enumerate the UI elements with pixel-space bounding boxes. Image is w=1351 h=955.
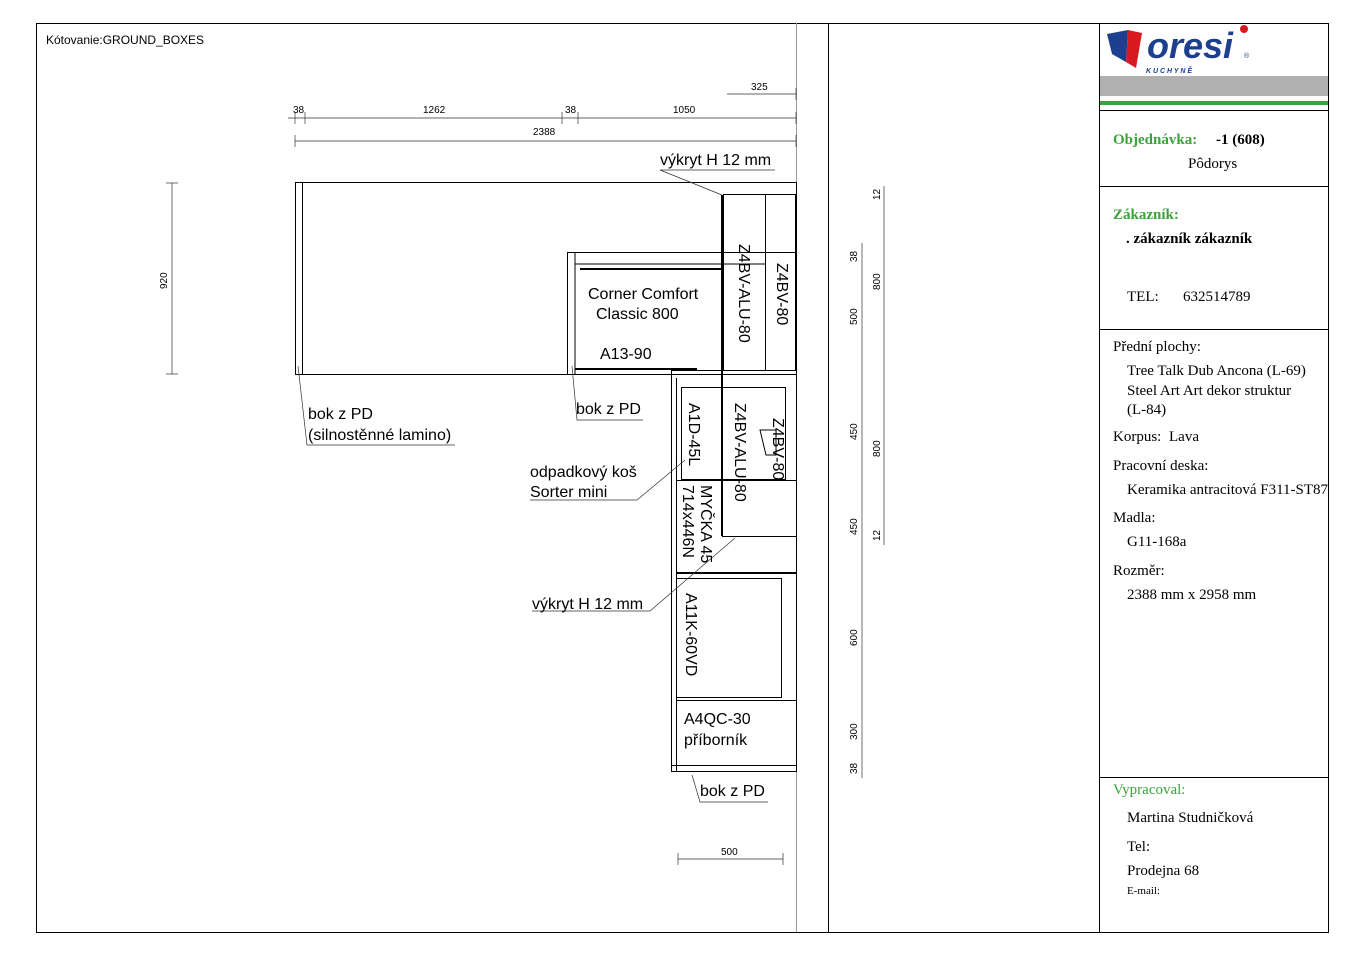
desk-value-clip: Keramika antracitová F311-ST87 [1127, 482, 1328, 499]
logo-registered-mark: ® [1244, 52, 1250, 60]
label-z4bv-top: Z4BV-80 [773, 263, 790, 325]
handles-label: Madla: [1113, 510, 1156, 526]
dim-500: 500 [721, 847, 738, 858]
fronts-3: (L-84) [1127, 402, 1167, 418]
dim-right: 12 [872, 188, 883, 200]
dim-right: 38 [849, 250, 860, 262]
dim-right: 600 [849, 629, 860, 646]
label-a13: A13-90 [600, 346, 652, 363]
dim-right-inner: 800 [872, 440, 883, 457]
dim-right-inner: 12 [872, 529, 883, 541]
fronts-1: Tree Talk Dub Ancona (L-69) [1127, 363, 1306, 379]
drawing-title: Kótovanie:GROUND_BOXES [46, 33, 204, 47]
label-priborník: příborník [684, 732, 748, 749]
logo-text: oresi [1147, 25, 1234, 66]
made-by-label: Vypracoval: [1113, 782, 1186, 798]
label-a1d: A1D-45L [685, 403, 702, 466]
fronts-2: Steel Art Art dekor struktur [1127, 383, 1292, 399]
dim-1262: 1262 [423, 105, 446, 116]
label-bok-left: bok z PD [308, 406, 373, 423]
dim-38: 38 [565, 105, 577, 116]
size-value: 2388 mm x 2958 mm [1127, 587, 1257, 603]
dim-right: 450 [849, 423, 860, 440]
tel-label: TEL: [1127, 289, 1159, 305]
made-by: Martina Studničková [1127, 810, 1254, 826]
label-bok-mid: bok z PD [576, 401, 641, 418]
customer-name: . zákazník zákazník [1126, 231, 1253, 247]
lower-column [671, 370, 797, 772]
top-dimensions: 325 38 1262 38 1050 2388 [288, 82, 797, 147]
desk-value: Keramika antracitová F311-ST87 [1127, 482, 1328, 498]
title-block: Objednávka: -1 (608) Pôdorys Zákazník: .… [1100, 24, 1328, 932]
dim-right: 300 [849, 723, 860, 740]
tel-value: 632514789 [1183, 289, 1251, 305]
label-vykryt-top: výkryt H 12 mm [660, 152, 771, 169]
dim-right: 38 [849, 762, 860, 774]
label-corner-model: Classic 800 [596, 306, 679, 323]
label-sorter: Sorter mini [530, 484, 607, 501]
dim-1050: 1050 [673, 105, 696, 116]
label-mycka: MYČKA 45 [697, 485, 716, 563]
label-z4bv-mid: Z4BV-80 [769, 418, 786, 480]
label-z4bv-alu-top: Z4BV-ALU-80 [735, 244, 752, 343]
label-bok-left-note: (silnostěnné lamino) [308, 427, 451, 444]
dim-right: 500 [849, 308, 860, 325]
right-dimensions: 12 38 500 450 450 600 300 38 800 800 12 [849, 186, 885, 778]
size-label: Rozměr: [1113, 563, 1165, 579]
label-bok-bottom: bok z PD [700, 783, 765, 800]
bottom-dimension: 500 [677, 847, 784, 865]
label-z4bv-alu-mid: Z4BV-ALU-80 [731, 403, 748, 502]
order-value: -1 (608) [1216, 132, 1265, 148]
label-odpad: odpadkový koš [530, 464, 637, 481]
title-block-lines [1100, 76, 1328, 778]
desk-label: Pracovní deska: [1113, 458, 1209, 474]
oresi-logo: oresi K U C H Y N Ě ® [1107, 25, 1250, 75]
view-name: Pôdorys [1188, 156, 1238, 172]
corner-cabinet [567, 252, 797, 375]
dim-right-inner: 800 [872, 273, 883, 290]
dim-920: 920 [159, 272, 170, 289]
leader-lines [297, 169, 775, 803]
dim-2388: 2388 [533, 127, 556, 138]
tel2-label: Tel: [1127, 839, 1151, 855]
label-corner: Corner Comfort [588, 286, 699, 303]
label-a4qc: A4QC-30 [684, 711, 751, 728]
left-dimension: 920 [159, 182, 178, 375]
page-frame [36, 23, 1329, 933]
dim-38: 38 [293, 105, 305, 116]
label-a11k: A11K-60VD [682, 593, 699, 676]
korpus-value: Lava [1169, 429, 1199, 445]
customer-label: Zákazník: [1113, 207, 1179, 223]
dim-right: 450 [849, 518, 860, 535]
korpus-label: Korpus: [1113, 429, 1162, 445]
email-label: E-mail: [1127, 885, 1160, 897]
logo-subtitle: K U C H Y N Ě [1146, 66, 1192, 75]
dim-325: 325 [751, 82, 768, 93]
label-mycka-size: 714x446N [679, 485, 696, 558]
handles-value: G11-168a [1127, 534, 1187, 550]
label-vykryt-bottom: výkryt H 12 mm [532, 596, 643, 613]
order-label: Objednávka: [1113, 132, 1198, 148]
shop: Prodejna 68 [1127, 863, 1200, 879]
fronts-label: Přední plochy: [1113, 339, 1201, 355]
